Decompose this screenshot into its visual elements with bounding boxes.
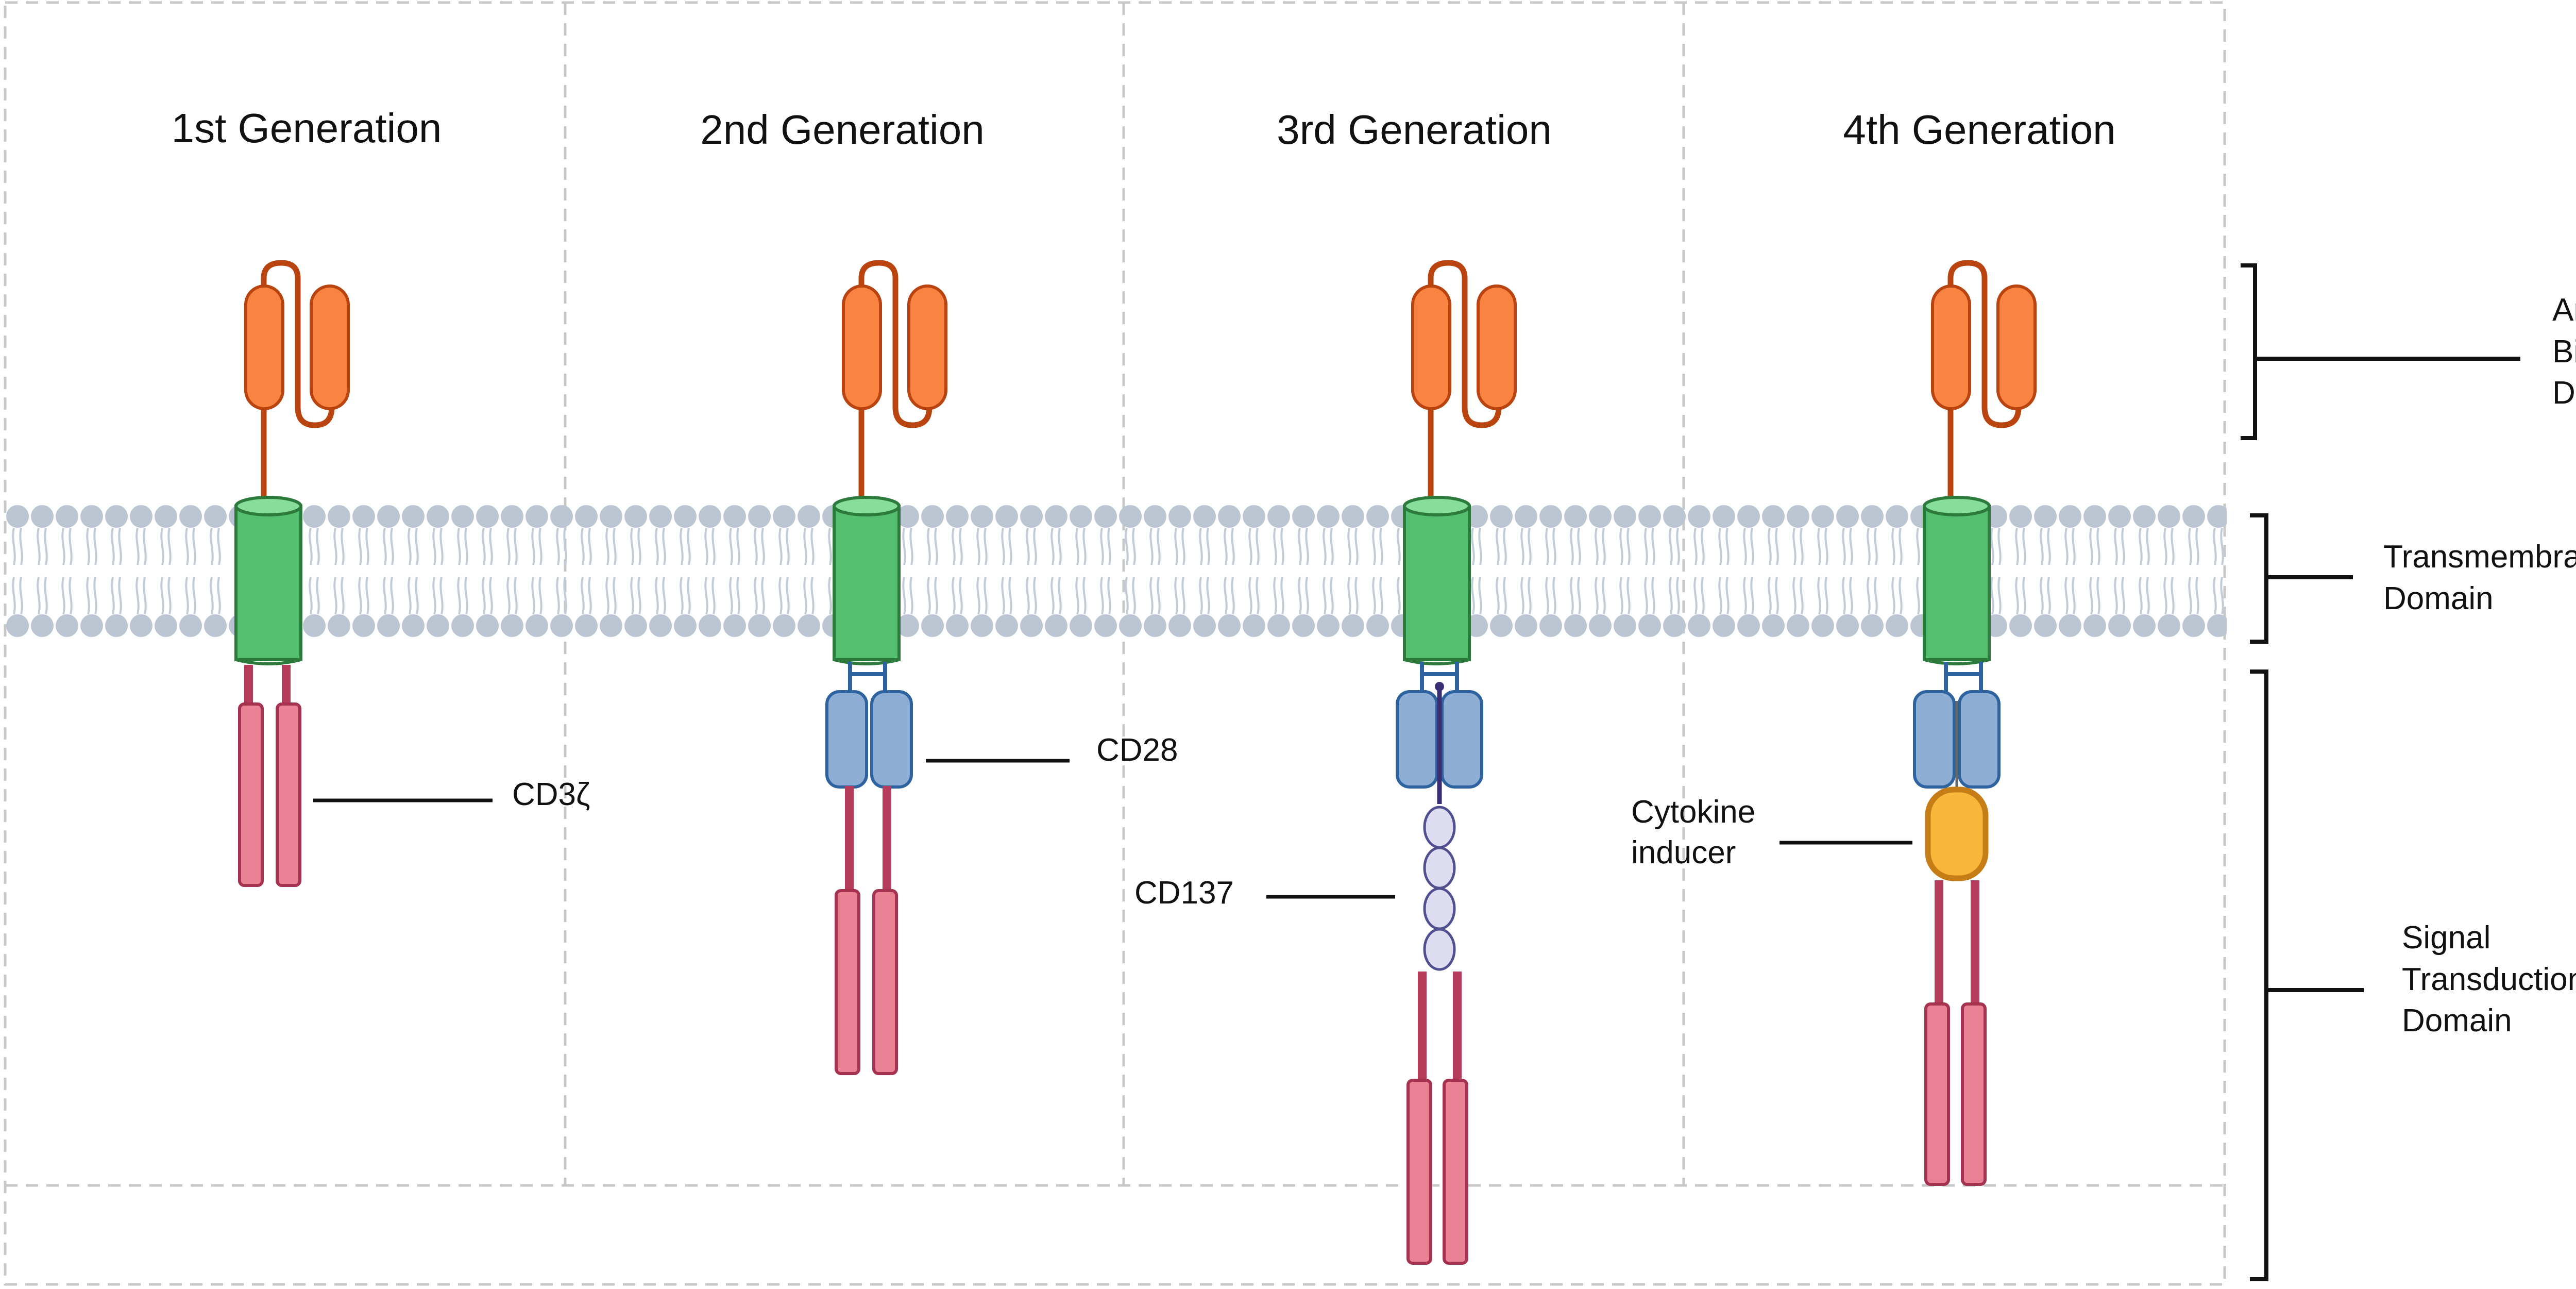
cd3z-domain xyxy=(1406,972,1468,1265)
transmembrane-domain xyxy=(1923,496,1991,665)
legend-antigen-line2: Binding xyxy=(2552,334,2576,370)
panel-frame xyxy=(4,1,2226,1286)
signal-transduction-bracket xyxy=(2250,669,2364,1281)
label-cytokine-inducer-line1: Cytokine xyxy=(1631,794,1755,830)
cd3z-domain xyxy=(238,665,301,887)
transmembrane-domain xyxy=(1403,496,1471,665)
cd28-domain xyxy=(1913,662,2001,794)
label-cd137: CD137 xyxy=(1134,875,1234,911)
legend-transmembrane-line2: Domain xyxy=(2383,581,2494,616)
title-gen-4: 4th Generation xyxy=(1843,107,2115,153)
car-gen-1 xyxy=(234,260,350,887)
car-gen-3 xyxy=(1396,260,1517,1265)
cytokine-inducer-domain xyxy=(1925,786,1989,881)
legend-antigen-line3: Domain xyxy=(2552,375,2576,411)
title-gen-1: 1st Generation xyxy=(172,105,442,151)
legend-transmembrane-line1: Transmembrane xyxy=(2383,539,2576,575)
cell-membrane xyxy=(5,496,2227,646)
cd28-domain xyxy=(825,662,913,789)
scfv-antigen-binding xyxy=(244,260,350,508)
legend-antigen-line1: Antigen xyxy=(2552,292,2576,328)
cd3z-domain xyxy=(1924,880,1987,1186)
legend-signal-line1: Signal xyxy=(2402,920,2490,956)
cd3z-domain xyxy=(835,786,898,1075)
legend-signal-line3: Domain xyxy=(2402,1003,2512,1039)
transmembrane-domain xyxy=(833,496,901,665)
label-cd28: CD28 xyxy=(1096,732,1178,768)
antigen-binding-bracket xyxy=(2241,263,2520,440)
label-cd3z: CD3ζ xyxy=(512,777,590,812)
scfv-antigen-binding xyxy=(842,260,947,508)
car-gen-2 xyxy=(825,260,947,1075)
legend-signal-line2: Transduction xyxy=(2402,962,2576,997)
label-cytokine-inducer-line2: inducer xyxy=(1631,835,1736,871)
title-gen-2: 2nd Generation xyxy=(700,107,985,153)
scfv-antigen-binding xyxy=(1411,260,1517,508)
cd137-domain xyxy=(1423,806,1456,971)
title-gen-3: 3rd Generation xyxy=(1277,107,1552,153)
scfv-antigen-binding xyxy=(1931,260,2037,508)
transmembrane-domain xyxy=(234,496,302,665)
car-gen-4 xyxy=(1913,260,2037,1186)
cd28-domain xyxy=(1396,662,1483,804)
transmembrane-bracket xyxy=(2250,513,2353,644)
